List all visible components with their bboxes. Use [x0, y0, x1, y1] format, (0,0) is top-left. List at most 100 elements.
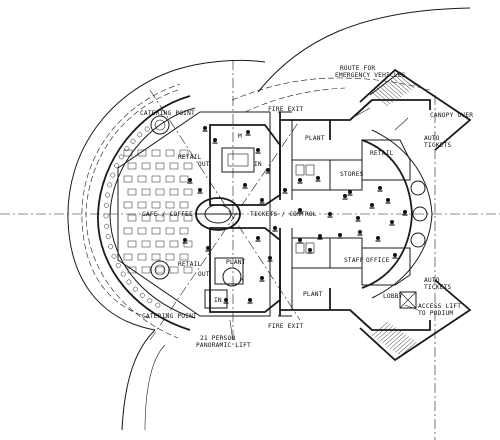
person-figure [198, 188, 202, 192]
seat [105, 234, 111, 240]
seat [127, 266, 137, 274]
stair-tread [377, 325, 394, 340]
seat [123, 227, 133, 235]
seat [137, 175, 147, 183]
seat [127, 240, 137, 248]
label-out-bottom: OUT [198, 271, 210, 278]
seat [137, 227, 147, 235]
seat [179, 227, 189, 235]
person-figure [338, 233, 342, 237]
stair-tread [395, 338, 412, 353]
stair-tread [379, 327, 396, 342]
seat [123, 175, 133, 183]
person-figure [358, 230, 362, 234]
label-office: OFFICE [366, 257, 390, 264]
stair-tread [400, 341, 417, 356]
seat [118, 154, 124, 160]
leader-lines [229, 107, 419, 336]
seat [137, 253, 147, 261]
seat [151, 201, 161, 209]
central-core [195, 124, 281, 313]
person-figure [356, 216, 360, 220]
person-figure [403, 210, 407, 214]
seat [179, 253, 189, 261]
person-figure [183, 238, 187, 242]
seat [155, 240, 165, 248]
seat [155, 214, 165, 222]
label-lobby: LOBBY [383, 293, 403, 300]
label-in-top: IN [254, 161, 262, 168]
seat [120, 271, 126, 277]
seat [114, 163, 120, 169]
stair-tread [377, 88, 394, 103]
seat [179, 201, 189, 209]
label-staff: STAFF [344, 257, 364, 264]
person-figure [260, 276, 264, 280]
person-figure [213, 138, 217, 142]
person-figure [266, 168, 270, 172]
stair-tread [397, 73, 415, 89]
label-canopy-over: CANOPY OVER [430, 112, 473, 119]
seat [108, 244, 114, 250]
person-figure [343, 194, 347, 198]
person-figure [203, 126, 207, 130]
label-in-bottom: IN [214, 297, 222, 304]
person-figure [268, 256, 272, 260]
person-figure [256, 236, 260, 240]
people-figures [182, 126, 408, 304]
fire-exit-markers [278, 111, 292, 317]
seat [151, 149, 161, 157]
stair-tread [387, 81, 404, 96]
label-tickets-control: TICKETS / CONTROL [250, 211, 317, 218]
label-out-top: OUT [198, 161, 210, 168]
seat [165, 227, 175, 235]
person-figure [318, 234, 322, 238]
seat [179, 149, 189, 157]
label-stores: STORES [340, 171, 364, 178]
stair-tread [382, 329, 399, 344]
seat [165, 149, 175, 157]
seat [165, 175, 175, 183]
seat [183, 188, 193, 196]
stair-tread [400, 72, 417, 87]
person-figure [298, 208, 302, 212]
person-figure [188, 178, 192, 182]
seat [169, 214, 179, 222]
label-plant-center: PLANT [226, 259, 246, 266]
seat [169, 266, 179, 274]
seat [165, 253, 175, 261]
person-figure [298, 238, 302, 242]
seat [165, 201, 175, 209]
seat [141, 240, 151, 248]
stair-tread [374, 323, 391, 338]
seat [127, 214, 137, 222]
stair-tread [397, 339, 415, 355]
seat [123, 253, 133, 261]
seat [123, 201, 133, 209]
label-plant-top: PLANT [305, 135, 325, 142]
access-lift [399, 291, 417, 309]
person-figure [206, 246, 210, 250]
label-plant-bottom: PLANT [303, 291, 323, 298]
person-figure [248, 298, 252, 302]
person-figure [393, 253, 397, 257]
seat [115, 263, 121, 268]
stair-tread [371, 91, 389, 107]
seat [141, 162, 151, 170]
person-figure [378, 186, 382, 190]
seat [141, 214, 151, 222]
stair-tread [390, 79, 407, 94]
seat [183, 214, 193, 222]
seat [137, 132, 143, 138]
cafe-seating [103, 126, 193, 308]
seat [137, 149, 147, 157]
stair-tread [395, 75, 412, 90]
label-m-bottom: M [240, 277, 244, 284]
stair-tread [371, 321, 389, 337]
stair-hatching [371, 72, 417, 356]
person-figure [316, 176, 320, 180]
seat [123, 149, 133, 157]
